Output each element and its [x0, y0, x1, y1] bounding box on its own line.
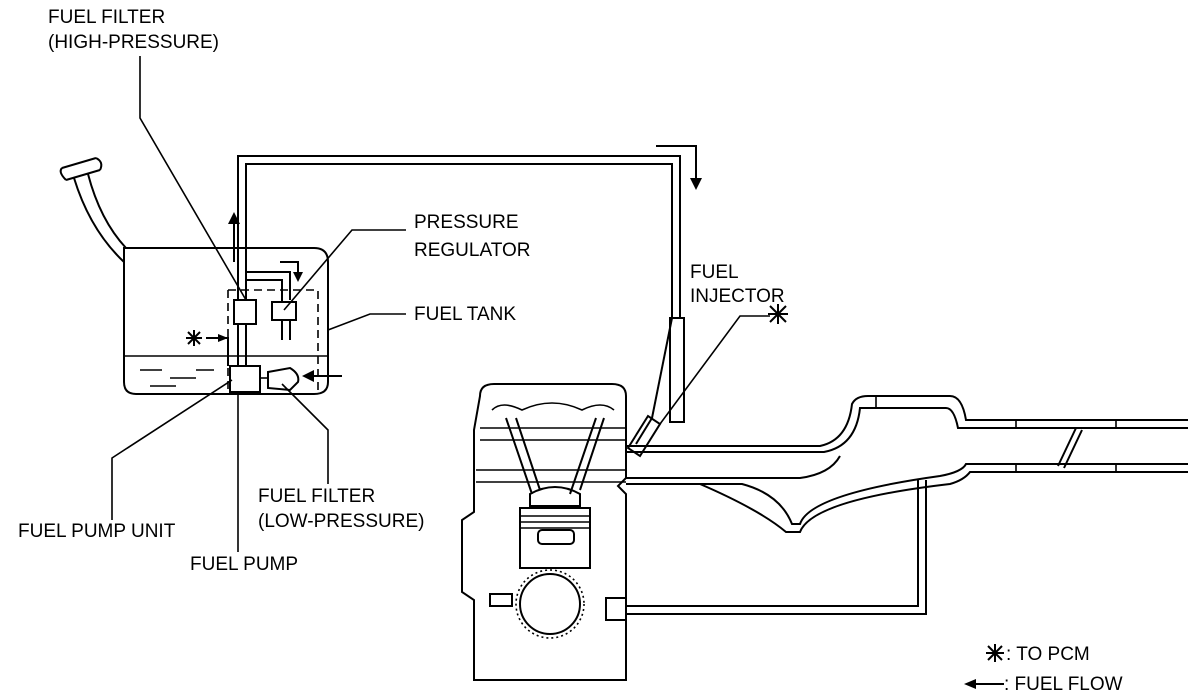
label-fuel-pump: FUEL PUMP: [190, 554, 298, 575]
pressure-regulator: [246, 261, 303, 340]
fuel-flow-arrow-inlet: [302, 370, 342, 382]
tank-pcm-connection: [186, 330, 229, 366]
label-fuel-filter-lp-line2: (LOW-PRESSURE): [258, 511, 424, 532]
legend: : TO PCM : FUEL FLOW: [964, 644, 1123, 695]
fuel-injector: [626, 304, 788, 458]
label-fuel-injector-line1: FUEL: [690, 262, 739, 283]
label-pressure-regulator-line1: PRESSURE: [414, 212, 519, 233]
fuel-pump: [229, 365, 261, 393]
legend-to-pcm: : TO PCM: [1006, 644, 1090, 665]
intake-manifold: [626, 395, 1188, 533]
fuel-tank: [59, 157, 329, 395]
asterisk-icon: [986, 644, 1004, 662]
label-fuel-filter-hp-line1: FUEL FILTER: [48, 7, 165, 28]
label-fuel-tank: FUEL TANK: [414, 304, 516, 325]
legend-fuel-flow: : FUEL FLOW: [1004, 674, 1123, 695]
fuel-flow-arrow-up: [228, 212, 240, 262]
label-fuel-filter-hp-line2: (HIGH-PRESSURE): [48, 32, 219, 53]
label-fuel-filter-lp-line1: FUEL FILTER: [258, 486, 375, 507]
fuel-filter-high-pressure: [233, 299, 257, 325]
engine: [461, 383, 927, 681]
fuel-filter-low-pressure: [260, 366, 300, 392]
leader-lines: [111, 56, 406, 552]
label-fuel-pump-unit: FUEL PUMP UNIT: [18, 521, 176, 542]
label-fuel-injector-line2: INJECTOR: [690, 286, 785, 307]
arrow-left-icon: [964, 679, 1004, 689]
label-pressure-regulator-line2: REGULATOR: [414, 240, 531, 261]
